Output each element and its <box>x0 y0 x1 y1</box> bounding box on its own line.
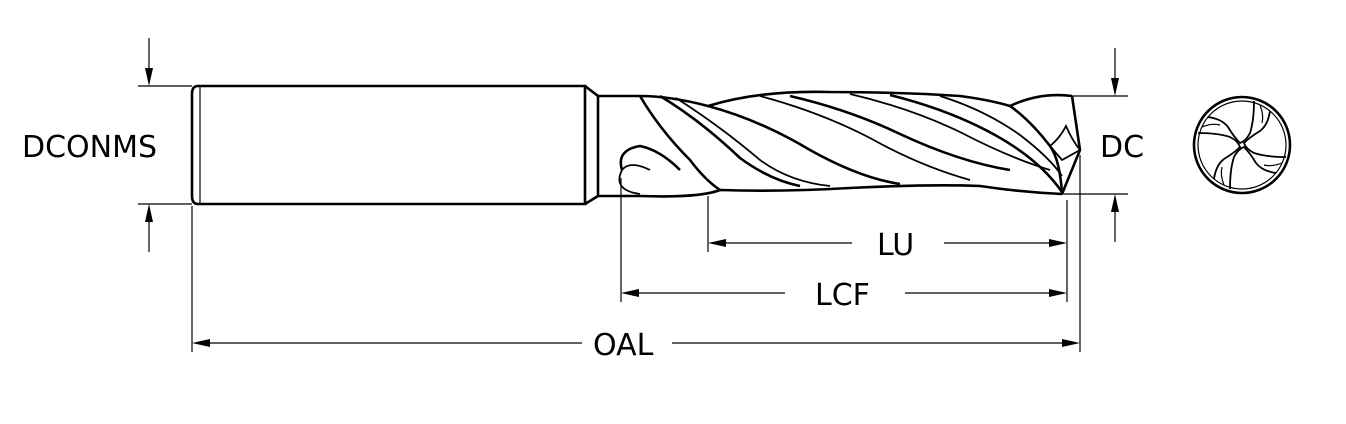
dc-label: DC <box>1100 130 1144 165</box>
oal-dimension <box>191 155 1081 352</box>
drill-flutes <box>598 90 1082 198</box>
lcf-label: LCF <box>815 278 870 313</box>
dconms-dimension <box>138 38 192 252</box>
lu-dimension <box>707 196 1068 252</box>
oal-label: OAL <box>593 328 654 363</box>
lu-label: LU <box>877 228 914 263</box>
dconms-label: DCONMS <box>22 130 157 165</box>
drill-shank <box>190 84 600 206</box>
lcf-dimension <box>620 178 1068 302</box>
drill-end-view-icon <box>1192 95 1292 195</box>
dc-dimension <box>1062 48 1128 242</box>
